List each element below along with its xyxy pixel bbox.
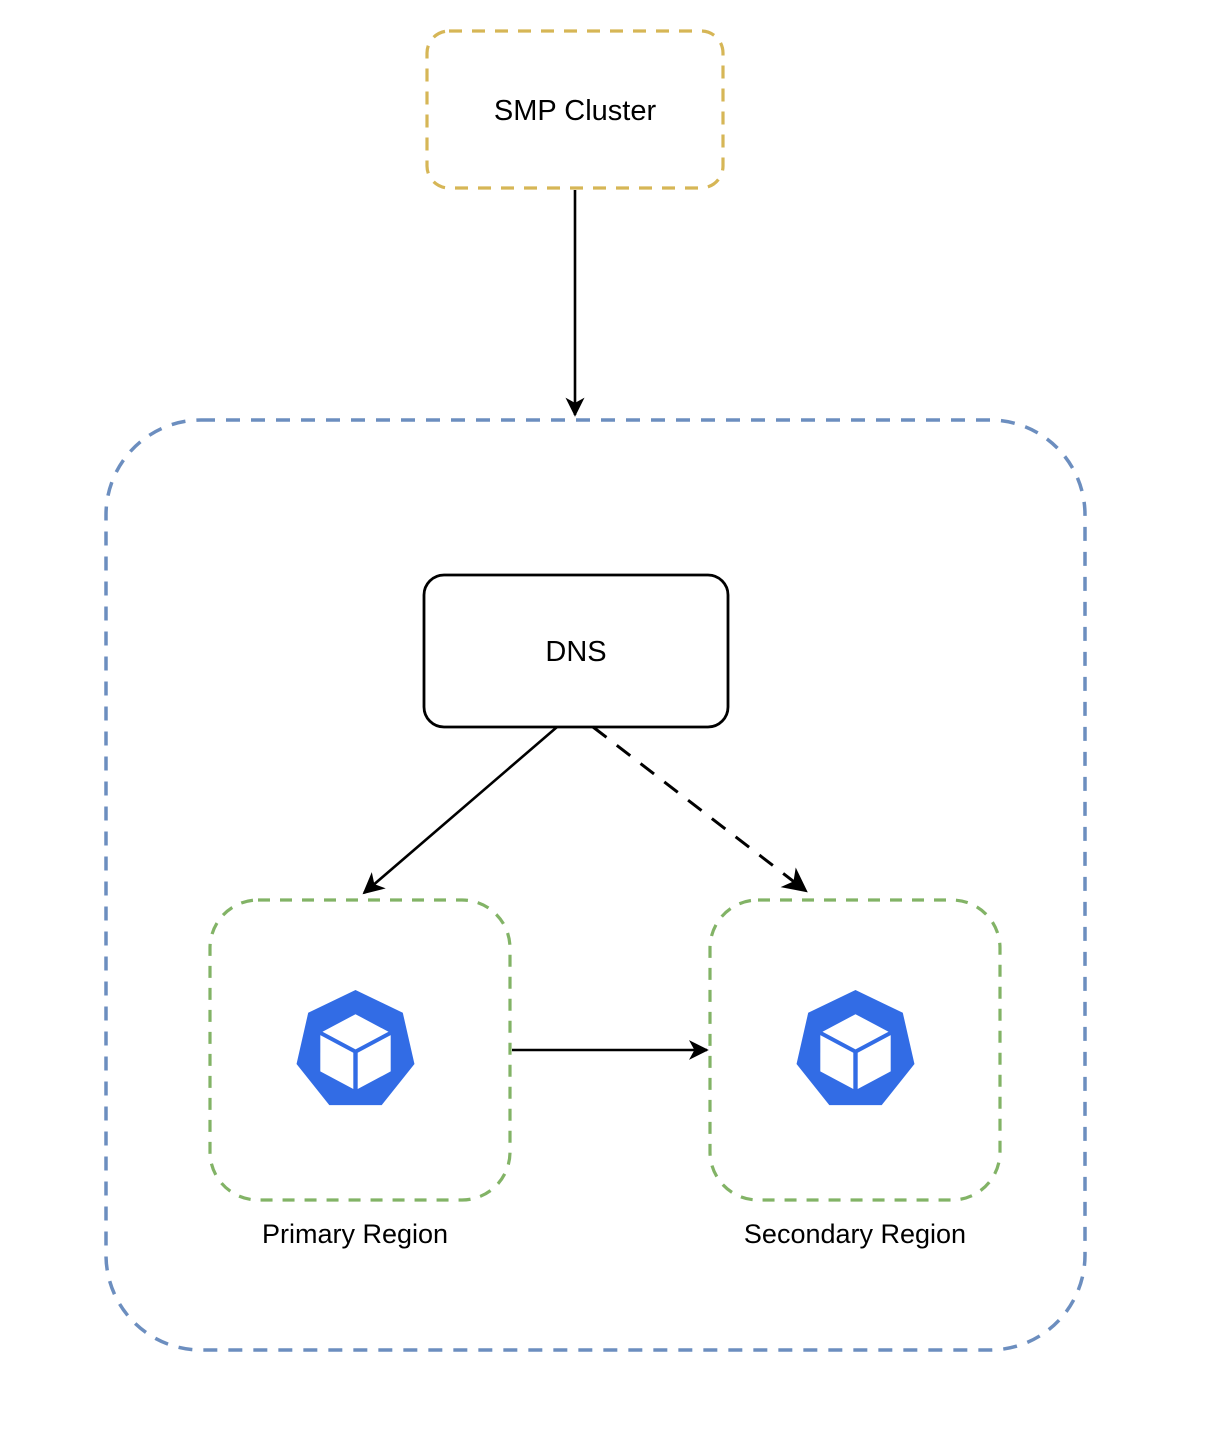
kubernetes-icon [296,990,415,1106]
platform-container-boundary [104,418,1087,1352]
dns-box[interactable] [422,573,730,729]
kubernetes-icon [796,990,915,1106]
smp-cluster-box[interactable] [425,29,725,190]
edge-dns-to-secondary [592,725,808,893]
edge-dns-to-primary [362,726,558,895]
